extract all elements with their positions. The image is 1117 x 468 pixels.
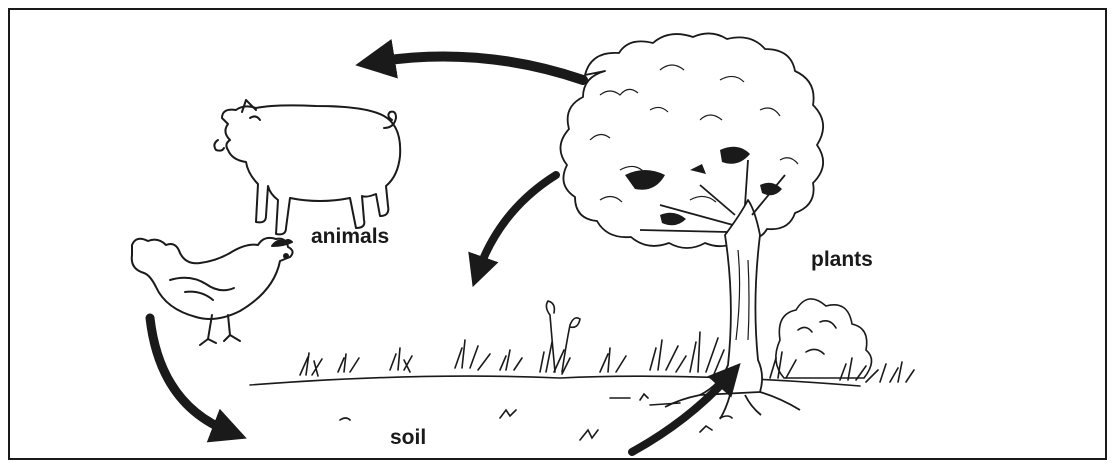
arrow-soil-to-plants (632, 375, 730, 452)
arrow-plants-to-animals (375, 56, 583, 80)
pig-icon (214, 100, 400, 234)
label-soil: soil (390, 426, 426, 450)
arrow-animals-to-soil (150, 318, 230, 432)
grass-icon (250, 299, 914, 440)
label-animals: animals (311, 225, 389, 249)
label-plants: plants (811, 248, 873, 272)
arrow-plants-to-soil-middle (478, 175, 556, 272)
